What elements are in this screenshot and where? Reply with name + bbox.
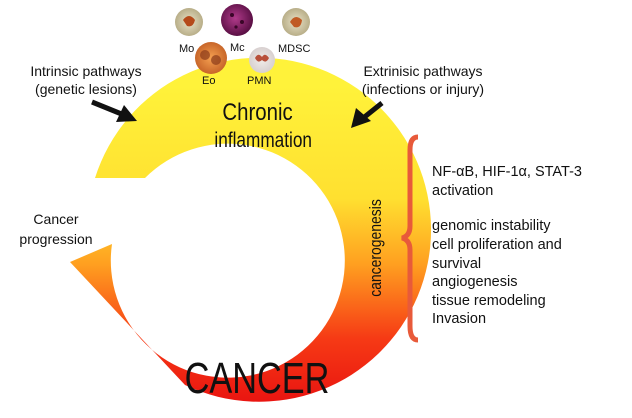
cell-pmn-icon [249,47,275,73]
intrinsic-label-line1: Intrinsic pathways [30,63,141,79]
cell-label-mc: Mc [230,42,245,54]
mechanism-item: Invasion [432,311,486,327]
cell-eo-icon [195,42,227,74]
mechanism-list: NF-αB, HIF-1α, STAT-3 activation genomic i… [432,164,582,327]
extrinsic-label-line1: Extrinisic pathways [363,63,482,79]
progression-label-line2: progression [19,231,92,247]
mechanism-item: genomic instability [432,218,551,234]
extrinsic-label-line2: (infections or injury) [362,81,484,97]
mechanism-bracket [401,134,419,343]
cycle-ring [70,57,432,402]
intrinsic-label-line2: (genetic lesions) [35,81,137,97]
ring-label-cancerogenesis: cancerogenesis [367,199,386,297]
mechanism-item: tissue remodeling [432,293,546,309]
mechanism-item: cell proliferation and [432,237,562,253]
extrinsic-arrow-icon [351,101,384,128]
mechanism-item: survival [432,256,481,272]
cell-mo-icon [175,8,203,36]
cell-label-mdsc: MDSC [278,43,310,55]
ring-label-cancer: CANCER [185,354,330,403]
intrinsic-arrow-icon [91,99,137,122]
ring-label-chronic: Chronic [222,98,292,125]
mechanism-item: NF-αB, HIF-1α, STAT-3 [432,164,582,180]
mechanism-item: activation [432,183,493,199]
cell-mdsc-icon [282,8,310,36]
progression-label-line1: Cancer [33,211,78,227]
mechanism-item: angiogenesis [432,274,517,290]
ring-label-inflammation: inflammation [214,130,312,153]
cell-mc-icon [221,4,253,36]
cell-label-mo: Mo [179,43,194,55]
cell-label-pmn: PMN [247,75,272,87]
cell-label-eo: Eo [202,75,215,87]
